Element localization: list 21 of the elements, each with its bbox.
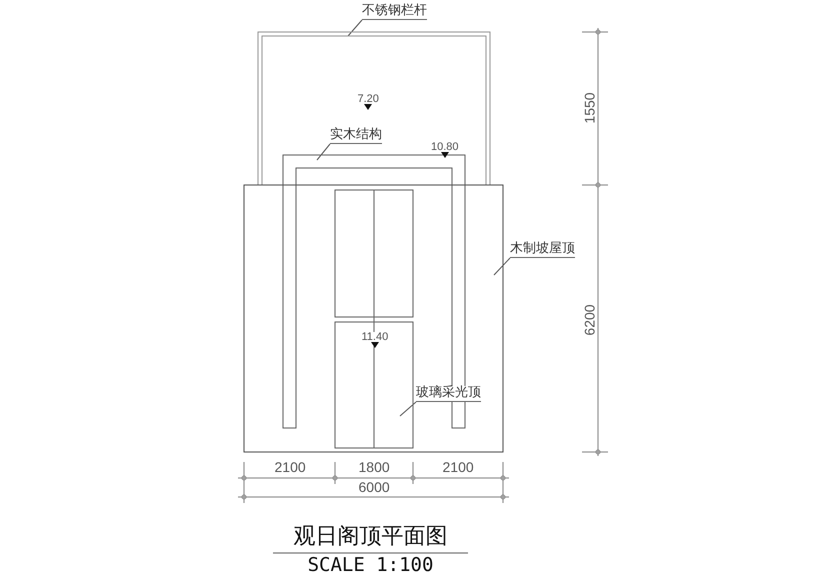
dimension-text: 1800 [358, 460, 390, 474]
dimension-text: 6000 [358, 480, 390, 494]
leader-line [400, 402, 416, 416]
dimension-text: 2100 [442, 460, 474, 474]
roof-outline [244, 185, 503, 452]
railing-callout: 不锈钢栏杆 [362, 4, 427, 20]
dimension-text: 2100 [274, 460, 306, 474]
elevation-text: 7.20 [358, 94, 379, 105]
structure-callout: 实木结构 [330, 128, 382, 144]
leader-line [316, 144, 330, 160]
elevation-text: 10.80 [431, 142, 459, 153]
skylight-panels [335, 190, 413, 448]
scale-note: SCALE 1:100 [306, 556, 434, 575]
leader-line [348, 20, 362, 36]
leader-line [494, 258, 510, 276]
elevation-text: 11.40 [362, 332, 388, 343]
dimension-text: 6200 [582, 304, 596, 336]
skylight-callout: 玻璃采光顶 [416, 386, 481, 402]
drawing-title: 观日阁顶平面图 [292, 526, 448, 548]
dimension-text: 1550 [582, 92, 596, 124]
roof-callout: 木制坡屋顶 [510, 242, 575, 258]
